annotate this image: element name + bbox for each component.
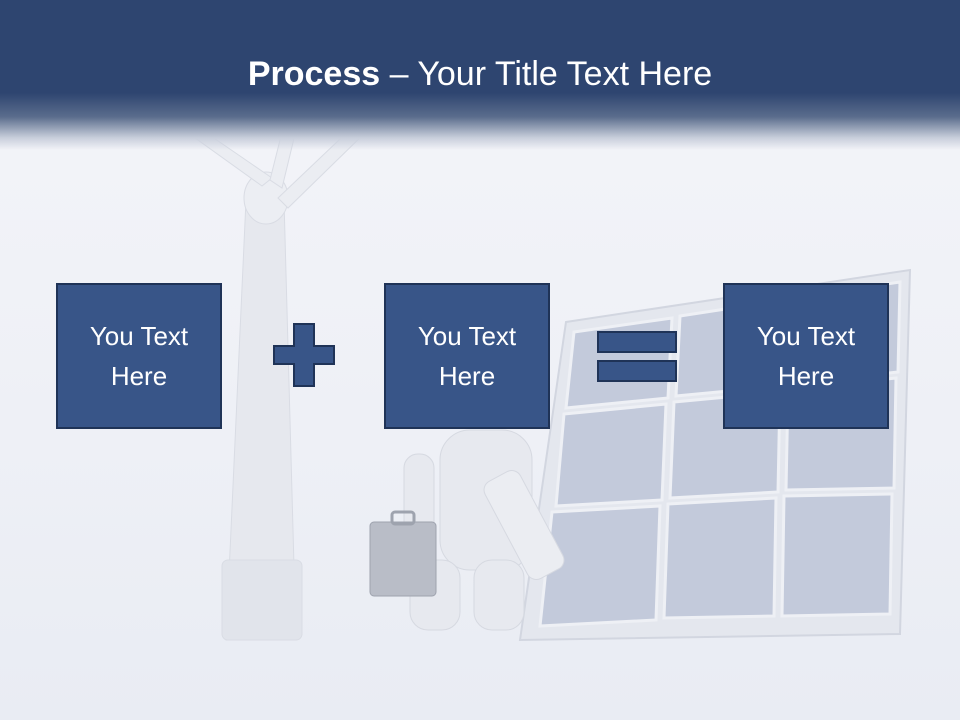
briefcase-icon (369, 510, 437, 597)
process-box-1[interactable]: You Text Here (56, 283, 222, 429)
header-bar (0, 0, 960, 150)
process-box-3[interactable]: You Text Here (723, 283, 889, 429)
title-bold: Process (247, 55, 381, 93)
process-box-2-text: You Text Here (417, 321, 517, 391)
plus-icon (273, 323, 335, 387)
process-box-3-text: You Text Here (756, 321, 856, 391)
process-box-1-text: You Text Here (89, 321, 189, 391)
process-box-2[interactable]: You Text Here (384, 283, 550, 429)
title-rest: – Your Title Text Here (380, 55, 713, 93)
equals-icon (597, 331, 677, 382)
slide-title: Process – Your Title Text Here (0, 52, 960, 96)
